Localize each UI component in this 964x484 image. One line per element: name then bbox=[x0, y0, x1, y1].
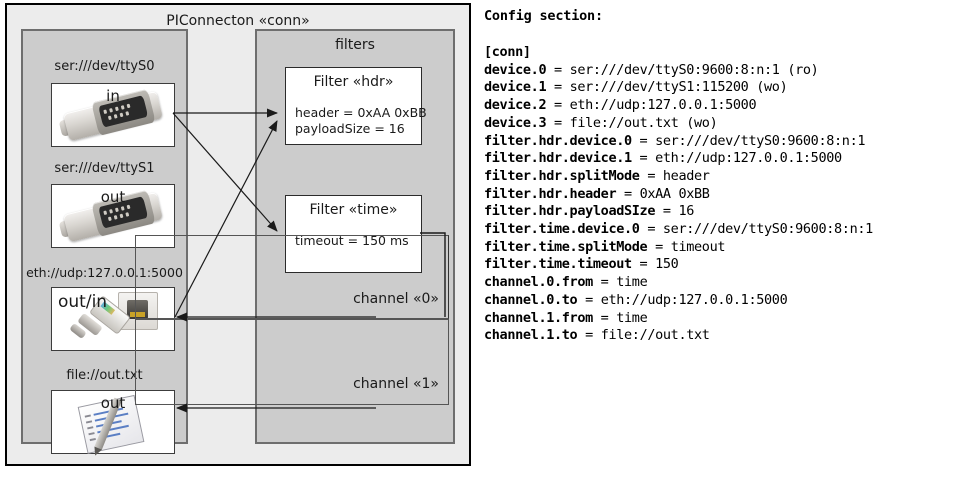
config-separator: = bbox=[577, 327, 601, 344]
config-separator: = bbox=[546, 97, 570, 114]
config-line: filter.hdr.splitMode = header bbox=[484, 168, 873, 186]
config-value: header bbox=[662, 167, 710, 184]
diagram-title: PIConnecton «conn» bbox=[166, 13, 310, 29]
config-line: [conn] bbox=[484, 44, 873, 62]
filter-box-hdr[interactable]: Filter «hdr» header = 0xAA 0xBB payloadS… bbox=[285, 67, 427, 145]
channel-box-0[interactable] bbox=[135, 235, 449, 319]
config-line: device.2 = eth://udp:127.0.0.1:5000 bbox=[484, 97, 873, 115]
config-line: filter.time.device.0 = ser:///dev/ttyS0:… bbox=[484, 221, 873, 239]
config-heading: Config section: bbox=[484, 8, 603, 24]
config-key: [conn] bbox=[484, 44, 531, 60]
config-separator: = bbox=[546, 114, 570, 131]
device-direction-ttyS0: in bbox=[106, 87, 120, 105]
device-box-ttyS1[interactable]: out bbox=[51, 184, 175, 248]
config-line: channel.0.to = eth://udp:127.0.0.1:5000 bbox=[484, 292, 873, 310]
config-separator: = bbox=[546, 61, 570, 78]
config-key: device.3 bbox=[484, 114, 547, 131]
config-key: filter.hdr.header bbox=[484, 185, 617, 202]
config-separator: = bbox=[546, 79, 570, 96]
config-separator: = bbox=[577, 291, 601, 308]
config-line: channel.1.from = time bbox=[484, 310, 873, 328]
config-section: Config section: [conn]device.0 = ser:///… bbox=[482, 0, 964, 484]
config-separator: = bbox=[631, 132, 656, 149]
device-label-file: file://out.txt bbox=[66, 368, 143, 383]
config-line: channel.1.to = file://out.txt bbox=[484, 327, 873, 345]
config-separator: = bbox=[616, 185, 640, 202]
device-direction-file: out bbox=[100, 394, 126, 412]
device-label-ttyS1: ser:///dev/ttyS1 bbox=[54, 161, 155, 176]
config-line: channel.0.from = time bbox=[484, 274, 873, 292]
config-key: device.1 bbox=[484, 79, 547, 96]
config-line: filter.hdr.payloadSIze = 16 bbox=[484, 203, 873, 221]
config-line: filter.time.splitMode = timeout bbox=[484, 239, 873, 257]
config-line: device.0 = ser:///dev/ttyS0:9600:8:n:1 (… bbox=[484, 62, 873, 80]
config-key: channel.0.from bbox=[484, 274, 593, 291]
channel-label-0: channel «0» bbox=[353, 291, 439, 307]
config-value: file://out.txt bbox=[600, 327, 710, 344]
filters-panel: filters Filter «hdr» header = 0xAA 0xBB … bbox=[135, 29, 455, 444]
filter-title-hdr: Filter «hdr» bbox=[313, 74, 394, 90]
config-value: ser:///dev/ttyS1:115200 (wo) bbox=[569, 79, 788, 96]
config-key: channel.1.from bbox=[484, 309, 593, 326]
filter-prop-timeout: timeout = 150 ms bbox=[295, 233, 409, 248]
channel-label-1: channel «1» bbox=[353, 376, 439, 392]
device-box-eth[interactable]: out/in bbox=[51, 287, 175, 351]
config-separator: = bbox=[639, 167, 663, 184]
config-value: 16 bbox=[678, 203, 695, 220]
config-separator: = bbox=[639, 221, 663, 238]
filter-prop-header: header = 0xAA 0xBB bbox=[295, 105, 427, 120]
ethernet-jack-icon bbox=[69, 292, 162, 346]
config-line: filter.hdr.device.1 = eth://udp:127.0.0.… bbox=[484, 150, 873, 168]
channel-box-1[interactable] bbox=[135, 319, 449, 405]
config-value: 150 bbox=[655, 256, 679, 273]
config-value: eth://udp:127.0.0.1:5000 bbox=[655, 150, 842, 167]
config-key: filter.hdr.splitMode bbox=[484, 167, 640, 184]
config-value: ser:///dev/ttyS0:9600:8:n:1 (ro) bbox=[569, 61, 819, 78]
config-separator: = bbox=[592, 309, 617, 326]
config-separator: = bbox=[592, 274, 617, 291]
config-line: device.1 = ser:///dev/ttyS1:115200 (wo) bbox=[484, 79, 873, 97]
config-key: filter.hdr.device.0 bbox=[484, 132, 632, 149]
config-value: ser:///dev/ttyS0:9600:8:n:1 bbox=[655, 132, 866, 149]
device-direction-ttyS1: out bbox=[100, 188, 126, 206]
config-line: filter.hdr.header = 0xAA 0xBB bbox=[484, 186, 873, 204]
filter-title-time: Filter «time» bbox=[309, 202, 398, 218]
config-value: eth://udp:127.0.0.1:5000 bbox=[600, 291, 788, 308]
config-separator: = bbox=[655, 203, 679, 220]
config-value: 0xAA 0xBB bbox=[639, 185, 710, 202]
config-value: eth://udp:127.0.0.1:5000 bbox=[569, 97, 757, 114]
device-box-ttyS0[interactable]: in bbox=[51, 83, 175, 147]
config-separator: = bbox=[647, 238, 671, 255]
config-key: device.0 bbox=[484, 61, 547, 78]
config-value: time bbox=[616, 309, 648, 326]
config-value: timeout bbox=[670, 238, 726, 255]
config-value: file://out.txt (wo) bbox=[569, 114, 718, 131]
device-label-eth: eth://udp:127.0.0.1:5000 bbox=[26, 265, 183, 280]
filter-prop-payloadsize: payloadSize = 16 bbox=[295, 121, 405, 136]
device-direction-eth: out/in bbox=[58, 292, 108, 312]
config-key: filter.hdr.device.1 bbox=[484, 150, 632, 167]
config-separator: = bbox=[631, 256, 656, 273]
filters-panel-title: filters bbox=[335, 37, 375, 53]
config-line: filter.hdr.device.0 = ser:///dev/ttyS0:9… bbox=[484, 133, 873, 151]
config-value: time bbox=[616, 274, 648, 291]
device-box-file[interactable]: out bbox=[51, 390, 175, 455]
config-key: channel.0.to bbox=[484, 291, 578, 308]
config-separator: = bbox=[631, 150, 656, 167]
config-key: filter.time.splitMode bbox=[484, 238, 648, 255]
config-key: channel.1.to bbox=[484, 327, 578, 344]
config-line: filter.time.timeout = 150 bbox=[484, 256, 873, 274]
config-key: filter.hdr.payloadSIze bbox=[484, 203, 656, 220]
config-value: ser:///dev/ttyS0:9600:8:n:1 bbox=[662, 221, 873, 238]
config-key: filter.time.device.0 bbox=[484, 221, 640, 238]
config-key: filter.time.timeout bbox=[484, 256, 632, 273]
devices-panel: ser:///dev/ttyS0 in ser:///dev/ttyS1 out bbox=[21, 29, 188, 455]
connection-diagram: PIConnecton «conn» ser:///dev/ttyS0 in s… bbox=[5, 3, 471, 466]
device-label-ttyS0: ser:///dev/ttyS0 bbox=[54, 59, 155, 74]
config-text: [conn]device.0 = ser:///dev/ttyS0:9600:8… bbox=[484, 44, 873, 345]
config-line: device.3 = file://out.txt (wo) bbox=[484, 115, 873, 133]
config-key: device.2 bbox=[484, 97, 547, 114]
